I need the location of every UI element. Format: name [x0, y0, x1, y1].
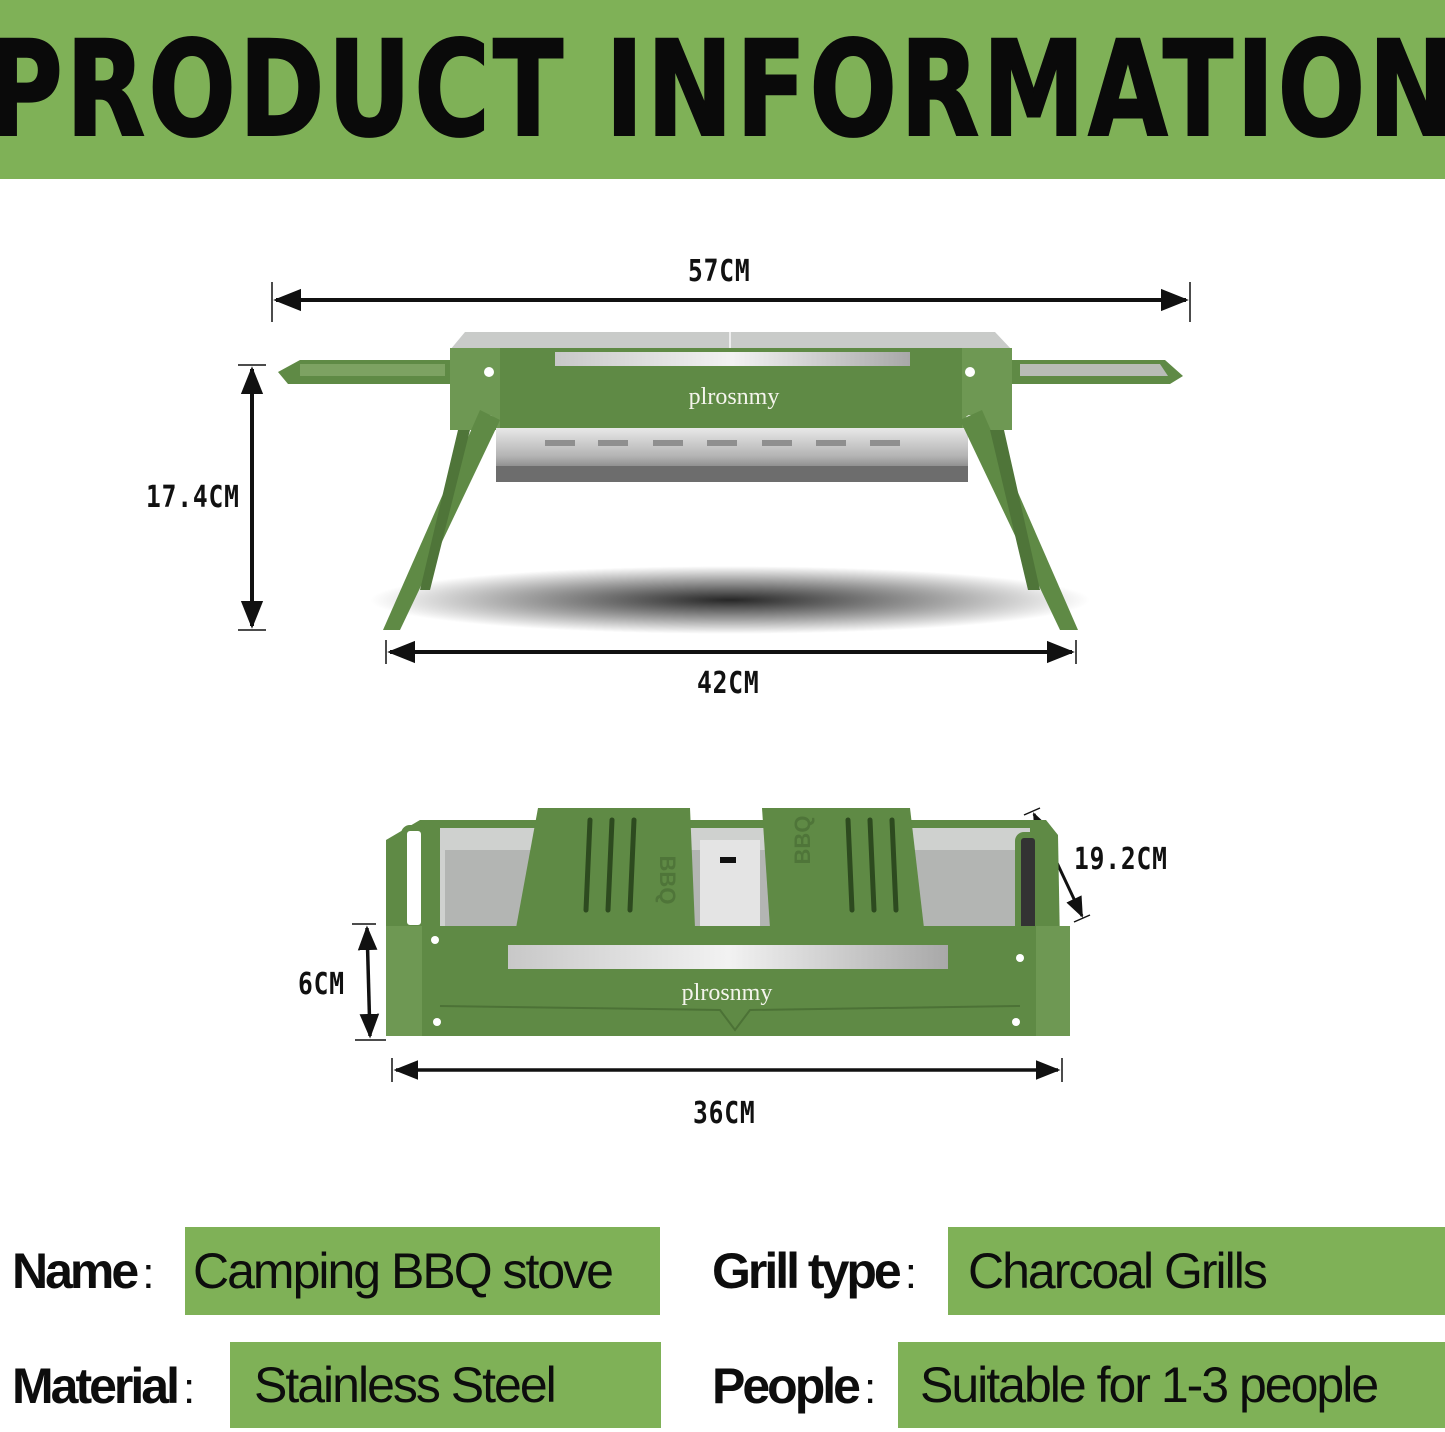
- folded-grill-illustration: BBQ BBQ plrosnmy: [352, 807, 1091, 1082]
- dimension-leg-span: 42CM: [697, 666, 760, 701]
- spec-value-name: Camping BBQ stove: [193, 1243, 614, 1299]
- spec-label-material: Material:: [12, 1358, 196, 1414]
- spec-value-material: Stainless Steel: [254, 1357, 557, 1413]
- spec-value-name-box: Camping BBQ stove: [185, 1227, 660, 1315]
- spec-value-grill-type-box: Charcoal Grills: [948, 1227, 1445, 1315]
- svg-text:BBQ: BBQ: [655, 856, 680, 905]
- spec-label-grill-type: Grill type:: [712, 1243, 917, 1299]
- dimension-folded-width: 36CM: [693, 1096, 756, 1131]
- spec-value-grill-type: Charcoal Grills: [968, 1243, 1268, 1299]
- svg-text:plrosnmy: plrosnmy: [682, 980, 773, 1006]
- spec-label-people: People:: [712, 1358, 877, 1414]
- dimension-height: 17.4CM: [146, 480, 240, 515]
- header-banner: PRODUCT INFORMATION: [0, 0, 1445, 179]
- spec-value-people-box: Suitable for 1-3 people: [898, 1342, 1445, 1428]
- dimension-folded-depth: 19.2CM: [1074, 842, 1168, 877]
- spec-value-people: Suitable for 1-3 people: [920, 1357, 1379, 1413]
- svg-text:plrosnmy: plrosnmy: [689, 384, 780, 410]
- spec-label-name: Name:: [12, 1243, 155, 1299]
- dimension-folded-height: 6CM: [298, 967, 345, 1002]
- dimension-width-total: 57CM: [688, 254, 751, 289]
- page-title: PRODUCT INFORMATION: [0, 12, 1445, 168]
- spec-value-material-box: Stainless Steel: [230, 1342, 661, 1428]
- svg-text:BBQ: BBQ: [790, 816, 815, 865]
- open-grill-illustration: plrosnmy: [238, 282, 1191, 664]
